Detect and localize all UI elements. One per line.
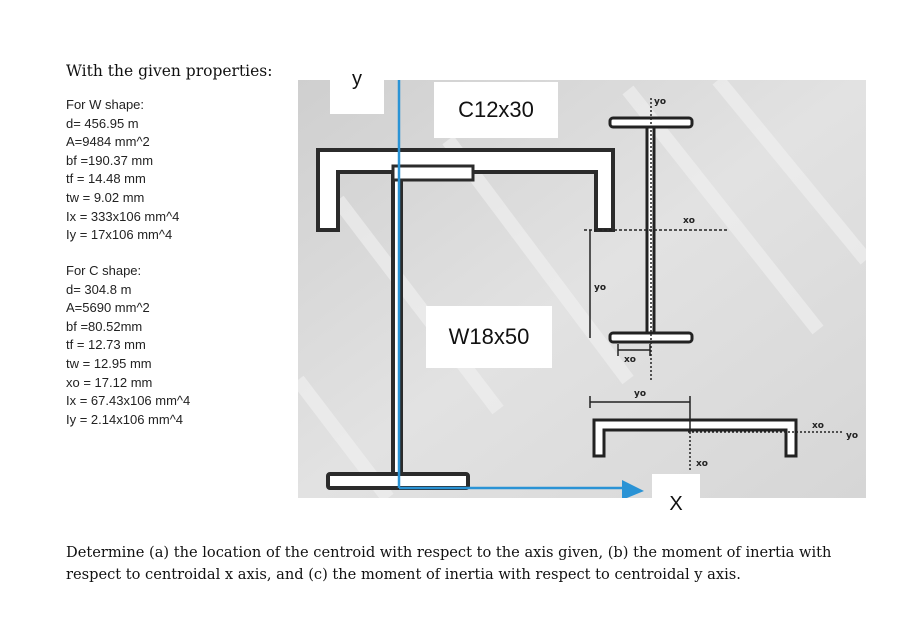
c-area: A=5690 mm^2	[66, 300, 150, 316]
c-depth: d= 304.8 m	[66, 281, 132, 297]
c-title: For C shape:	[66, 263, 142, 278]
c-shape-properties: For C shape: d= 304.8 m A=5690 mm^2 bf =…	[66, 262, 190, 429]
c-iy: Iy = 2.14x106 mm^4	[66, 411, 184, 427]
w-sketch-yo: yo	[594, 283, 606, 293]
c-web-thickness: tw = 12.95 mm	[66, 355, 152, 371]
c-sketch-xo-right: xo	[812, 421, 824, 431]
c-flange-width: bf =80.52mm	[66, 318, 143, 334]
y-axis-label: y	[330, 62, 384, 114]
section-figure: yo xo yo xo yo xo yo xo	[298, 80, 866, 498]
w-depth: d= 456.95 m	[66, 115, 139, 131]
c-sketch-yo-right: yo	[846, 431, 858, 441]
question-text: Determine (a) the location of the centro…	[66, 544, 832, 583]
w-sketch-xo: xo	[683, 216, 695, 226]
w-sketch-xo-bottom: xo	[624, 355, 636, 365]
c-sketch-dims	[589, 396, 843, 472]
w-flange-junction	[391, 164, 475, 182]
c-flange-thickness: tf = 12.73 mm	[66, 337, 146, 353]
w-web-thickness: tw = 9.02 mm	[66, 189, 145, 205]
w-sketch-yo-top: yo	[654, 97, 666, 107]
channel-label: C12x30	[434, 82, 558, 138]
w-flange-width: bf =190.37 mm	[66, 152, 154, 168]
w-title: For W shape:	[66, 97, 145, 112]
c-sketch-yo: yo	[634, 389, 646, 399]
c-ix: Ix = 67.43x106 mm^4	[66, 393, 191, 409]
x-axis-label: X	[652, 474, 700, 522]
w-flange-thickness: tf = 14.48 mm	[66, 171, 146, 187]
axes	[397, 80, 628, 490]
c-sketch-xo-bottom: xo	[696, 459, 708, 469]
w-iy: Iy = 17x106 mm^4	[66, 227, 173, 243]
heading: With the given properties:	[66, 62, 273, 80]
w-shape-properties: For W shape: d= 456.95 m A=9484 mm^2 bf …	[66, 96, 179, 245]
wide-flange-label: W18x50	[426, 306, 552, 368]
w-area: A=9484 mm^2	[66, 134, 150, 150]
background-streaks	[298, 80, 866, 498]
w-sketch-dims	[584, 98, 728, 380]
x-axis-arrow	[622, 480, 644, 498]
c-xo: xo = 17.12 mm	[66, 374, 153, 390]
w-ix: Ix = 333x106 mm^4	[66, 208, 180, 224]
